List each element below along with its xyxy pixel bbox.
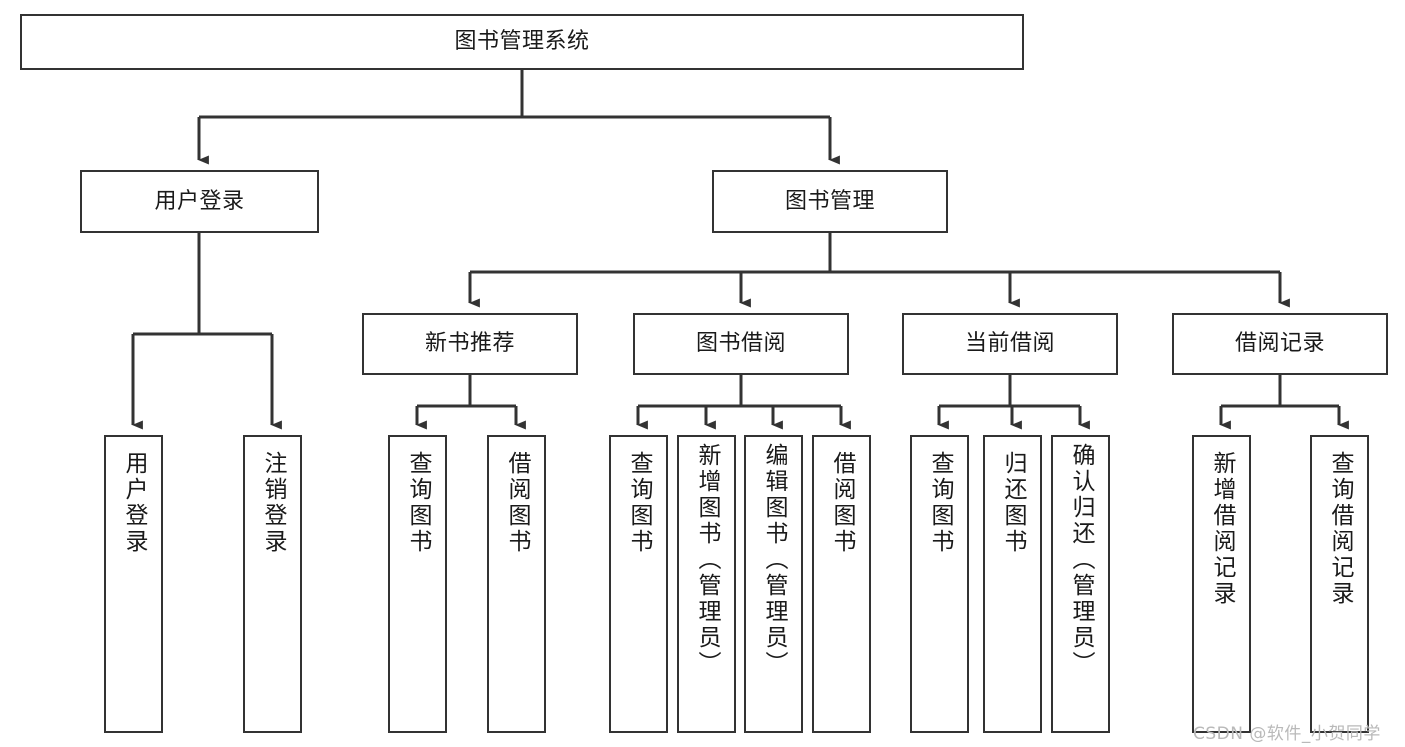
leaf-borrow-book-1-label: 借阅图书 (504, 451, 530, 555)
leaf-user-logout[interactable]: 注销登录 (243, 435, 302, 733)
leaf-add-record[interactable]: 新增借阅记录 (1192, 435, 1251, 733)
node-new-book-rec[interactable]: 新书推荐 (362, 313, 578, 375)
leaf-borrow-book-2-label: 借阅图书 (829, 451, 855, 555)
node-book-manage-label: 图书管理 (784, 188, 875, 214)
node-current-borrow-label: 当前借阅 (964, 331, 1055, 357)
leaf-add-book[interactable]: 新增图书（管理员） (677, 435, 736, 733)
leaf-query-book-1-label: 查询图书 (405, 451, 431, 555)
node-borrow-record[interactable]: 借阅记录 (1172, 313, 1388, 375)
node-book-manage[interactable]: 图书管理 (712, 170, 948, 233)
node-user-login-label: 用户登录 (154, 188, 245, 214)
node-book-borrow-label: 图书借阅 (695, 331, 786, 357)
leaf-query-book-1[interactable]: 查询图书 (388, 435, 447, 733)
node-book-borrow[interactable]: 图书借阅 (633, 313, 849, 375)
node-user-login[interactable]: 用户登录 (80, 170, 319, 233)
leaf-query-book-3-label: 查询图书 (927, 451, 953, 555)
leaf-return-book-label: 归还图书 (1000, 451, 1026, 555)
csdn-watermark: CSDN @软件_小贺同学 (1193, 724, 1381, 744)
leaf-borrow-book-1[interactable]: 借阅图书 (487, 435, 546, 733)
leaf-borrow-book-2[interactable]: 借阅图书 (812, 435, 871, 733)
leaf-confirm-return[interactable]: 确认归还（管理员） (1051, 435, 1110, 733)
leaf-return-book[interactable]: 归还图书 (983, 435, 1042, 733)
leaf-user-login-label: 用户登录 (121, 451, 147, 555)
leaf-query-book-2-label: 查询图书 (626, 451, 652, 555)
leaf-query-book-3[interactable]: 查询图书 (910, 435, 969, 733)
leaf-query-book-2[interactable]: 查询图书 (609, 435, 668, 733)
node-borrow-record-label: 借阅记录 (1234, 331, 1325, 357)
node-root-label: 图书管理系统 (454, 29, 590, 55)
leaf-add-book-label: 新增图书（管理员） (694, 443, 720, 677)
leaf-confirm-return-label: 确认归还（管理员） (1068, 443, 1094, 677)
leaf-query-record[interactable]: 查询借阅记录 (1310, 435, 1369, 733)
leaf-user-login[interactable]: 用户登录 (104, 435, 163, 733)
leaf-add-record-label: 新增借阅记录 (1209, 451, 1235, 607)
node-current-borrow[interactable]: 当前借阅 (902, 313, 1118, 375)
leaf-edit-book[interactable]: 编辑图书（管理员） (744, 435, 803, 733)
leaf-edit-book-label: 编辑图书（管理员） (761, 443, 787, 677)
node-new-book-rec-label: 新书推荐 (424, 331, 515, 357)
leaf-user-logout-label: 注销登录 (260, 451, 286, 555)
leaf-query-record-label: 查询借阅记录 (1327, 451, 1353, 607)
node-root[interactable]: 图书管理系统 (20, 14, 1024, 70)
